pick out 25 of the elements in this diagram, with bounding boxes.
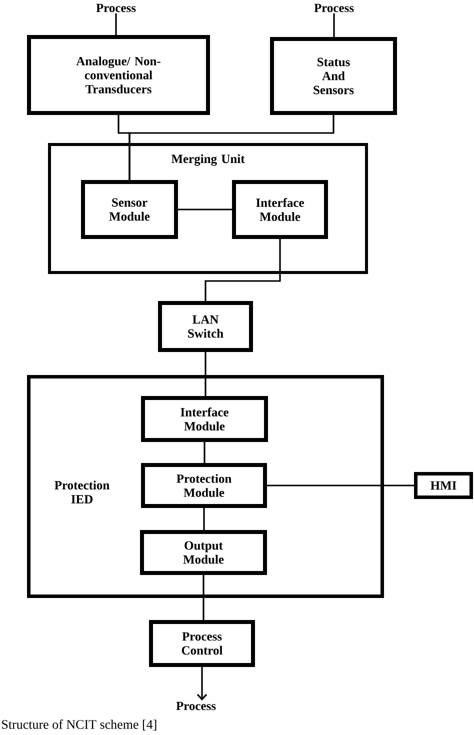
hmi-box: HMI — [414, 472, 473, 499]
connector-line — [333, 13, 335, 37]
connector-line — [128, 115, 334, 180]
connector-line — [204, 352, 206, 396]
input-label: Process — [96, 4, 136, 12]
output-label: Process — [176, 702, 216, 710]
connector-line — [178, 208, 232, 210]
connector-line — [202, 575, 204, 620]
module-box: Output Module — [140, 530, 267, 575]
connector-line — [267, 484, 414, 486]
connector-line — [204, 239, 281, 301]
module-box: Interface Module — [232, 180, 328, 239]
process-box: LAN Switch — [158, 301, 253, 352]
caption: Structure of NCIT scheme [4] — [2, 720, 156, 730]
connector-line — [115, 13, 117, 35]
module-box: Interface Module — [141, 396, 268, 442]
input-label: Process — [314, 4, 354, 12]
connector-line — [196, 667, 208, 701]
connector-line — [203, 508, 205, 530]
process-box: Process Control — [149, 620, 255, 667]
module-box: Sensor Module — [81, 180, 178, 239]
connector-line — [204, 442, 206, 463]
process-box: Analogue/ Non-conventional Transducers — [27, 35, 210, 115]
module-box: Protection Module — [141, 463, 267, 508]
process-box: Status And Sensors — [270, 37, 397, 115]
